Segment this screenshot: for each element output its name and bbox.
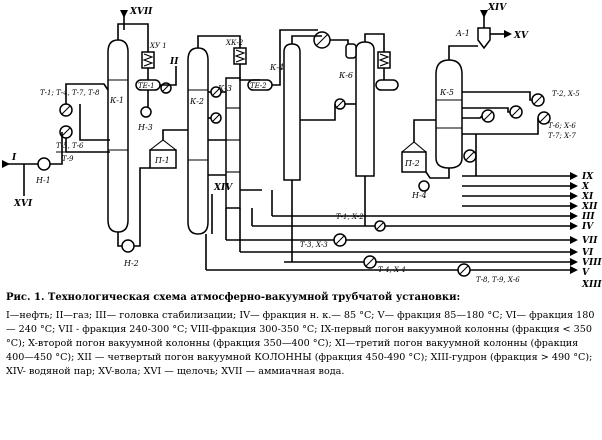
label-xk2: ХК-2 xyxy=(225,39,244,47)
label-k1: К-1 xyxy=(109,96,124,105)
pump-n1: Н-1 xyxy=(35,157,51,185)
pump-n3: Н-3 xyxy=(137,106,153,132)
heat-exchanger-bank-k5 xyxy=(463,93,551,163)
accumulator-k6 xyxy=(345,43,357,59)
furnace-p2: П-2 xyxy=(401,141,427,173)
label-a1: А-1 xyxy=(455,29,470,38)
column-k6: К-6 xyxy=(338,41,375,177)
stream-xv: XV xyxy=(513,31,529,41)
label-t7x7: Т-7; Х-7 xyxy=(548,132,576,140)
label-n2: Н-2 xyxy=(123,259,139,268)
separator-k6 xyxy=(375,79,399,91)
pump-n2: Н-2 xyxy=(121,239,139,268)
label-k6: К-6 xyxy=(338,71,353,80)
heat-exchanger-t3x3 xyxy=(333,233,347,247)
output-vi: VI xyxy=(582,248,594,258)
heat-exchanger-t8t9 xyxy=(457,263,471,277)
label-p1: П-1 xyxy=(154,156,170,165)
output-x: X xyxy=(581,182,590,192)
ejector-a1 xyxy=(477,27,491,50)
heat-exchanger-k2 xyxy=(210,86,222,124)
output-xi: XI xyxy=(581,192,594,202)
stream-xiv-mid: XIV xyxy=(213,183,233,193)
label-k5: К-5 xyxy=(439,88,454,97)
label-te2: ТЕ-2 xyxy=(250,82,267,90)
label-p2: П-2 xyxy=(404,159,420,168)
label-n1: Н-1 xyxy=(35,176,51,185)
label-k4: К-4 xyxy=(269,63,284,72)
label-t4x4: Т-4, Х-4 xyxy=(378,266,406,274)
label-t8t9x6: Т-8, Т-9, Х-6 xyxy=(476,276,520,284)
stream-i: I xyxy=(11,153,17,163)
label-k2: К-2 xyxy=(189,97,204,106)
label-k3: К-3 xyxy=(217,84,232,93)
output-arrows xyxy=(2,10,578,274)
stream-xiv-top: XIV xyxy=(487,3,507,13)
figure-caption: Рис. 1. Технологическая схема атмосферно… xyxy=(6,291,596,379)
column-k2: К-2 xyxy=(187,47,209,235)
label-t2x5: Т-2, Х-5 xyxy=(552,90,580,98)
column-k5: К-5 xyxy=(435,59,463,169)
output-stream-labels: IX X XI XII III IV VII VI VIII V XIII xyxy=(581,172,602,290)
condenser-xv1: ХУ 1 xyxy=(141,42,167,69)
label-t1x2: Т-1, Х-2 xyxy=(336,213,364,221)
heat-exchanger-k4 xyxy=(313,31,331,49)
column-k4: К-4 xyxy=(269,43,301,181)
output-viii: VIII xyxy=(582,258,602,268)
output-xiii: XIII xyxy=(581,280,602,290)
output-v: V xyxy=(582,268,590,278)
label-xv1: ХУ 1 xyxy=(149,42,167,50)
label-t9: Т-9 xyxy=(62,155,74,163)
output-ix: IX xyxy=(581,172,594,182)
output-iv: IV xyxy=(581,222,594,232)
caption-title: Рис. 1. Технологическая схема атмосферно… xyxy=(6,292,461,303)
label-n4: Н-4 xyxy=(411,191,427,200)
output-vii: VII xyxy=(582,236,598,246)
condenser-xk2: ХК-2 xyxy=(225,39,247,65)
column-k3: К-3 xyxy=(217,77,241,209)
label-te1: ТЕ-1 xyxy=(138,82,155,90)
heat-exchanger-pair-left xyxy=(59,103,73,139)
output-xii: XII xyxy=(581,202,598,212)
label-t5-t6: Т-5, Т-6 xyxy=(56,142,84,150)
heat-exchanger-k6 xyxy=(334,98,346,110)
caption-legend: I—нефть; II—газ; III— головка стабилизац… xyxy=(6,310,595,377)
label-t1-group: Т-1; Т-4, Т-7, Т-8 xyxy=(40,89,100,97)
stream-xvi: XVI xyxy=(13,199,33,209)
label-t3x3: Т-3, Х-3 xyxy=(300,241,328,249)
furnace-p1: П-1 xyxy=(149,139,177,169)
label-n3: Н-3 xyxy=(137,123,153,132)
stream-ii: II xyxy=(169,57,179,67)
piping xyxy=(6,10,570,271)
condenser-k6 xyxy=(377,51,391,69)
pump-n4: Н-4 xyxy=(411,180,430,200)
stream-xvii: XVII xyxy=(129,7,153,17)
process-flow-diagram: К-1 К-2 К-3 К-4 К-6 К-5 П-1 xyxy=(2,3,602,290)
column-k1: К-1 xyxy=(107,39,129,233)
heat-exchanger-t1x2 xyxy=(374,220,386,232)
output-iii: III xyxy=(581,212,595,222)
label-t6x6: Т-6; Х-6 xyxy=(548,122,576,130)
heat-exchanger-t4x4 xyxy=(363,255,377,269)
